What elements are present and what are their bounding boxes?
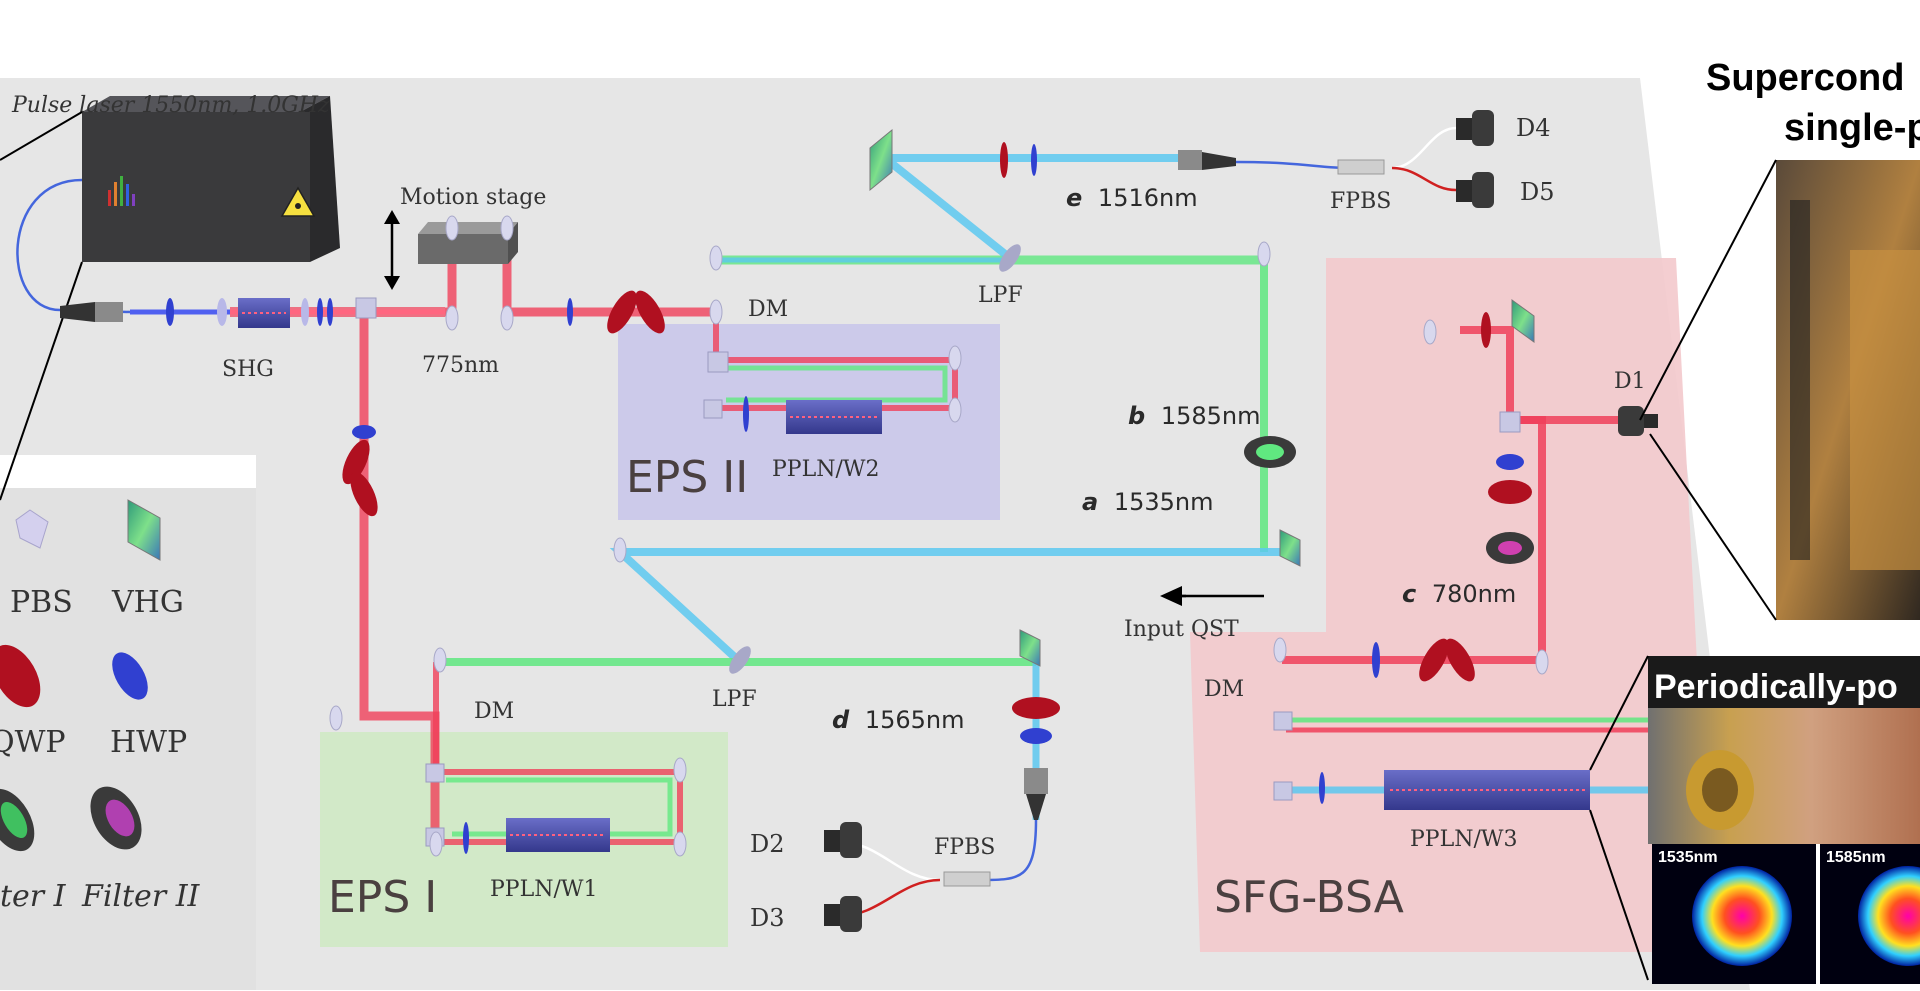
legend-filter-ii-label: Filter II	[81, 879, 201, 914]
fpbs-bottom-label: FPBS	[934, 835, 995, 860]
vhg-icon	[127, 499, 161, 561]
mode-right-label: 1585nm	[1826, 849, 1886, 866]
eps2-label: EPS II	[626, 452, 748, 503]
lpf-mid-label: LPF	[712, 687, 757, 712]
laser-spectrum-icon	[108, 176, 135, 206]
snspd-photo	[1776, 160, 1920, 620]
fiber-collimator-d	[1024, 768, 1048, 820]
vhg-elements	[869, 128, 1535, 667]
hwp-icon	[112, 652, 148, 700]
motion-stage-label: Motion stage	[400, 185, 546, 210]
wavelength-a-label: a 1535nm	[1082, 488, 1214, 516]
ppln-callout-top	[1589, 655, 1649, 771]
detector-d5	[1456, 172, 1494, 208]
wavelength-e-label: e 1516nm	[1066, 184, 1198, 212]
detector-d3	[824, 896, 862, 932]
fpbs-top	[1337, 159, 1385, 175]
mode-image-left	[1652, 844, 1816, 984]
wavelength-a-letter: a	[1082, 488, 1098, 516]
wavelength-d-value: 1565nm	[865, 706, 965, 734]
wavelength-e-letter: e	[1066, 184, 1082, 212]
filter-ii-icon	[90, 786, 142, 850]
dm-left-label: DM	[474, 699, 514, 724]
laser-warning-icon	[280, 186, 316, 217]
d5-label: D5	[1520, 178, 1555, 206]
ppln-w2	[786, 400, 882, 434]
sfg-label: SFG-BSA	[1214, 872, 1404, 923]
legend-hwp-label: HWP	[110, 725, 187, 760]
motion-stage	[418, 222, 518, 264]
detector-d2	[824, 822, 862, 858]
lpf-filters	[729, 244, 1021, 674]
wavelength-b-label: b 1585nm	[1128, 402, 1261, 430]
eps1-label: EPS I	[328, 872, 437, 923]
legend-pbs-label: PBS	[10, 585, 73, 620]
shg-crystal	[238, 298, 290, 328]
wavelength-c-letter: c	[1402, 580, 1416, 608]
mirrors	[329, 215, 1549, 857]
legend-icons	[0, 499, 161, 852]
laser-label: Pulse laser 1550nm, 1.0GHz	[11, 93, 330, 118]
filter-rings	[1244, 436, 1534, 564]
shg-label: SHG	[222, 357, 274, 382]
wavelength-b-letter: b	[1128, 402, 1145, 430]
lpf-top-label: LPF	[978, 283, 1023, 308]
wavelength-e-value: 1516nm	[1098, 184, 1198, 212]
pbs-icon	[15, 509, 49, 549]
d4-label: D4	[1516, 114, 1551, 142]
motion-arrow	[384, 210, 400, 290]
legend-panel	[0, 488, 256, 990]
legend-qwp-label: QWP	[0, 725, 66, 760]
mode-image-right	[1820, 844, 1920, 984]
legend-filter-i-label: ter I	[0, 879, 67, 914]
dm-top-label: DM	[748, 297, 788, 322]
dm-right-label: DM	[1204, 677, 1244, 702]
ppln-callout-bottom	[1589, 809, 1649, 981]
wavelength-b-value: 1585nm	[1161, 402, 1261, 430]
wavelength-c-value: 780nm	[1432, 580, 1516, 608]
wavelength-a-value: 1535nm	[1114, 488, 1214, 516]
detector-d4	[1456, 110, 1494, 146]
ppln-w1	[506, 818, 610, 852]
qwp-elements	[342, 290, 1475, 682]
fpbs-bottom	[943, 871, 991, 887]
input-qst-arrow	[1160, 586, 1264, 606]
detector-d1	[1618, 406, 1658, 436]
wavelength-c-label: c 780nm	[1402, 580, 1516, 608]
qwp-icon	[0, 644, 41, 708]
input-qst-label: Input QST	[1124, 617, 1239, 642]
ppln-w1-label: PPLN/W1	[490, 877, 598, 902]
waveplates	[166, 142, 1532, 854]
wavelength-d-letter: d	[832, 706, 850, 734]
snspd-title-line2: single-pl	[1784, 107, 1920, 149]
d3-label: D3	[750, 904, 785, 932]
wl775-label: 775nm	[422, 353, 499, 378]
wavelength-d-label: d 1565nm	[832, 706, 965, 734]
ppln-w3-label: PPLN/W3	[1410, 827, 1518, 852]
pulse-laser	[82, 96, 340, 262]
fiber-collimator-input	[60, 302, 123, 322]
ppln-w2-label: PPLN/W2	[772, 457, 880, 482]
filter-i-icon	[0, 788, 35, 852]
ppln-w3	[1384, 770, 1590, 810]
fiber-collimator-e	[1178, 150, 1236, 170]
snspd-callout-top	[1639, 159, 1777, 421]
fpbs-top-label: FPBS	[1330, 189, 1391, 214]
ppln-photo-panel	[1648, 656, 1920, 844]
d2-label: D2	[750, 830, 785, 858]
ppln-photo-title: Periodically-po	[1654, 668, 1898, 706]
snspd-title-line1: Supercond	[1706, 57, 1904, 99]
mode-left-label: 1535nm	[1658, 849, 1718, 866]
d1-label: D1	[1614, 369, 1646, 394]
snspd-callout-bottom	[1649, 433, 1777, 621]
legend-vhg-label: VHG	[111, 585, 184, 620]
